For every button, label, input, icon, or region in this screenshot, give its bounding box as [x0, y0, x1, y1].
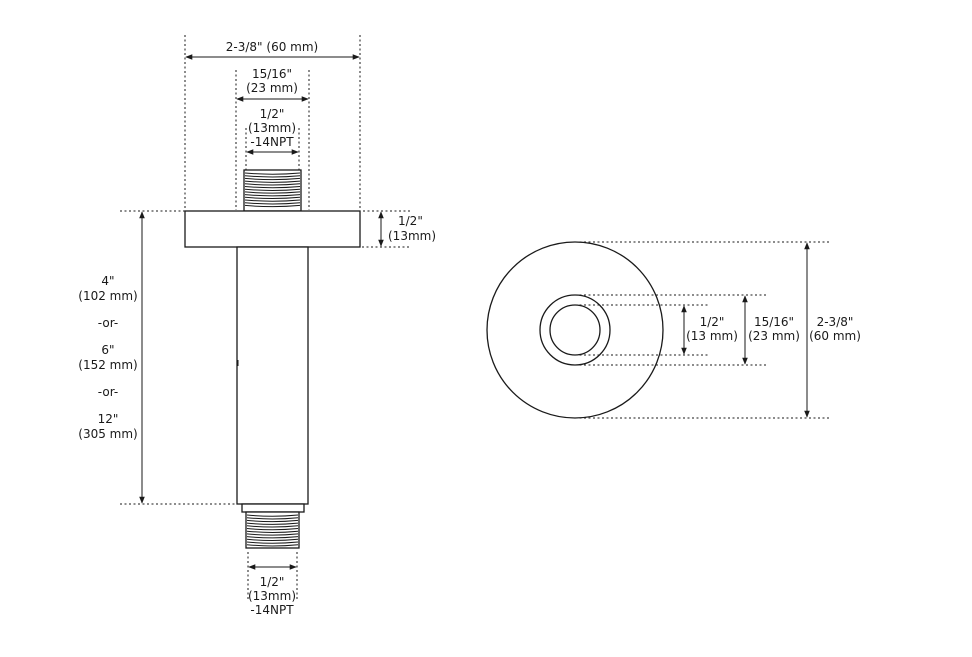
thread-line — [244, 204, 301, 208]
thread-line — [244, 175, 301, 178]
thread-line — [246, 514, 299, 517]
middle-diameter-label-mm: (23 mm) — [748, 329, 800, 343]
thread-line — [246, 522, 299, 525]
thread-line — [244, 194, 301, 197]
length-option-4in: 4" — [101, 274, 114, 288]
flange — [184, 210, 361, 248]
top-thread-lines — [244, 172, 301, 208]
top-view: 2-3/8" (60 mm) 15/16" (23 mm) 1/2" (13 m… — [486, 241, 861, 419]
length-or-separator-1: -or- — [98, 316, 118, 330]
thread-line — [244, 199, 301, 202]
thread-line — [244, 177, 301, 181]
bottom-thread-label-npt: -14NPT — [250, 603, 294, 617]
flange-thickness-label-inch: 1/2" — [398, 214, 423, 228]
middle-diameter-label-inch: 15/16" — [754, 315, 794, 329]
length-option-4in-mm: (102 mm) — [78, 289, 137, 303]
thread-line — [246, 517, 299, 520]
thread-line — [246, 528, 299, 531]
top-thread-label-mm: (13mm) — [248, 121, 296, 135]
thread-line — [244, 180, 301, 183]
nut-width-label-mm: (23 mm) — [246, 81, 298, 95]
outer-diameter-label-inch: 2-3/8" — [817, 315, 854, 329]
inner-circle — [549, 304, 601, 356]
bottom-thread-label-inch: 1/2" — [260, 575, 285, 589]
nut-width-label-inch: 15/16" — [252, 67, 292, 81]
thread-line — [246, 538, 299, 542]
pipe-body — [236, 246, 309, 505]
inner-diameter-label-mm: (13 mm) — [686, 329, 738, 343]
thread-line — [244, 183, 301, 186]
thread-line — [244, 202, 301, 205]
side-view: 2-3/8" (60 mm) 15/16" (23 mm) 1/2" (13mm… — [78, 35, 436, 617]
thread-line — [246, 533, 299, 536]
thread-line — [244, 186, 301, 189]
thread-line — [246, 536, 299, 539]
thread-line — [246, 541, 299, 544]
bottom-thread-lines — [246, 514, 299, 547]
length-option-6in: 6" — [101, 343, 114, 357]
top-thread-label-npt: -14NPT — [250, 135, 294, 149]
length-option-6in-mm: (152 mm) — [78, 358, 137, 372]
thread-line — [246, 519, 299, 523]
length-or-separator-2: -or- — [98, 385, 118, 399]
outer-diameter-label-mm: (60 mm) — [809, 329, 861, 343]
flange-width-label: 2-3/8" (60 mm) — [226, 40, 318, 54]
thread-line — [244, 188, 301, 191]
flange-thickness-label-mm: (13mm) — [388, 229, 436, 243]
thread-line — [244, 191, 301, 194]
length-option-12in-mm: (305 mm) — [78, 427, 137, 441]
bottom-thread-label-mm: (13mm) — [248, 589, 296, 603]
thread-line — [244, 172, 301, 175]
bottom-collar — [241, 503, 305, 513]
thread-line — [246, 530, 299, 533]
length-option-12in: 12" — [98, 412, 119, 426]
thread-line — [244, 196, 301, 200]
thread-line — [246, 544, 299, 547]
inner-diameter-label-inch: 1/2" — [700, 315, 725, 329]
top-thread-label-inch: 1/2" — [260, 107, 285, 121]
thread-line — [246, 525, 299, 528]
